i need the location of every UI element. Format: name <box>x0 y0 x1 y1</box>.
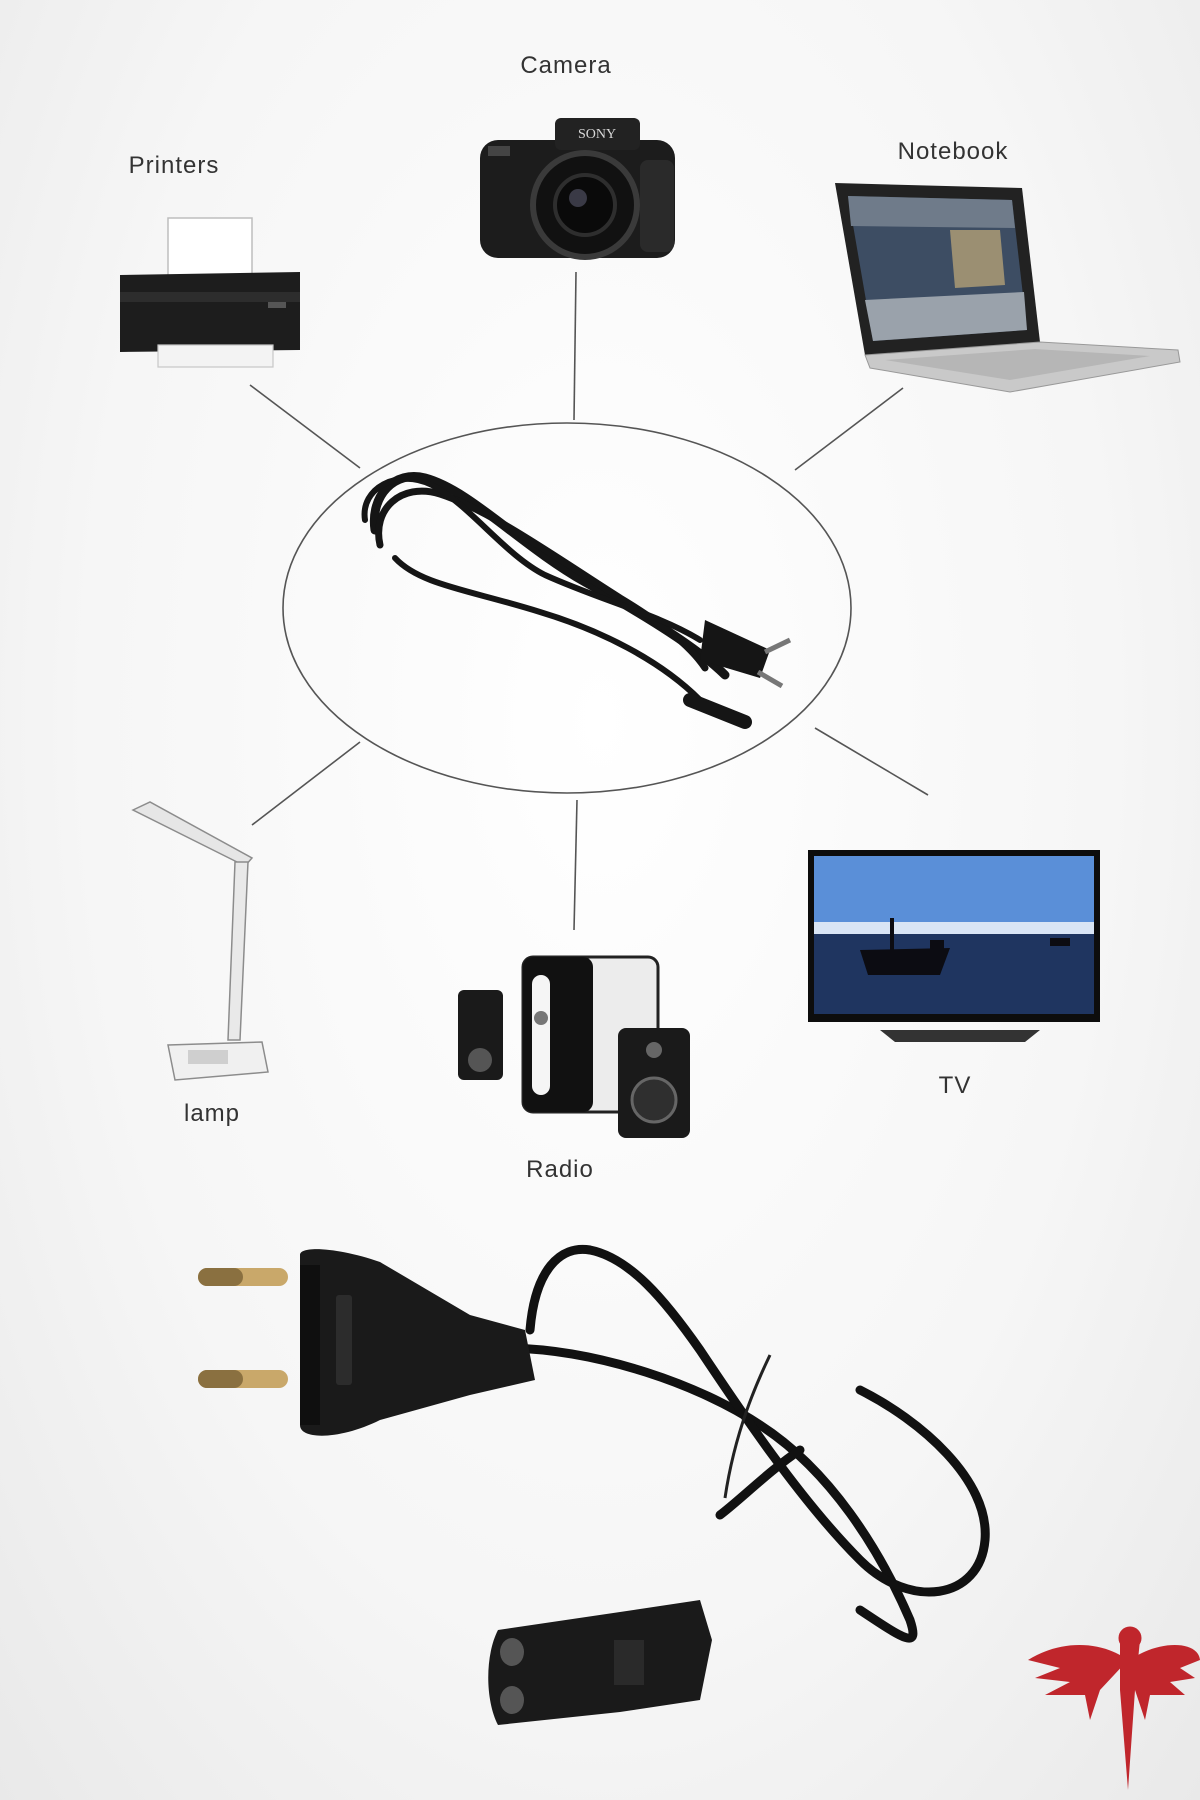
line-radio <box>573 799 578 931</box>
camera-icon: SONY <box>480 118 675 260</box>
line-printers <box>249 384 361 469</box>
line-tv <box>814 727 929 796</box>
power-cord-icon <box>361 472 752 729</box>
hub-ellipse <box>282 422 852 794</box>
tv-icon <box>808 850 1100 1042</box>
label-lamp: lamp <box>183 1100 241 1127</box>
hub-plug-icon <box>700 620 792 689</box>
printer-icon <box>120 217 300 368</box>
eu-plug-power-cable-icon <box>198 1244 990 1725</box>
label-tv: TV <box>938 1072 972 1099</box>
label-notebook: Notebook <box>897 138 1009 165</box>
notebook-icon <box>835 183 1181 393</box>
camera-brand: SONY <box>578 127 616 142</box>
phoenix-logo-icon <box>1028 1626 1200 1790</box>
lamp-icon <box>131 801 269 1081</box>
connector-lines <box>249 271 929 931</box>
line-lamp <box>251 741 361 826</box>
label-printers: Printers <box>128 152 220 179</box>
line-notebook <box>794 387 904 471</box>
radio-icon <box>458 955 690 1138</box>
label-radio: Radio <box>526 1156 594 1183</box>
line-camera <box>573 271 577 421</box>
label-camera: Camera <box>520 52 612 79</box>
